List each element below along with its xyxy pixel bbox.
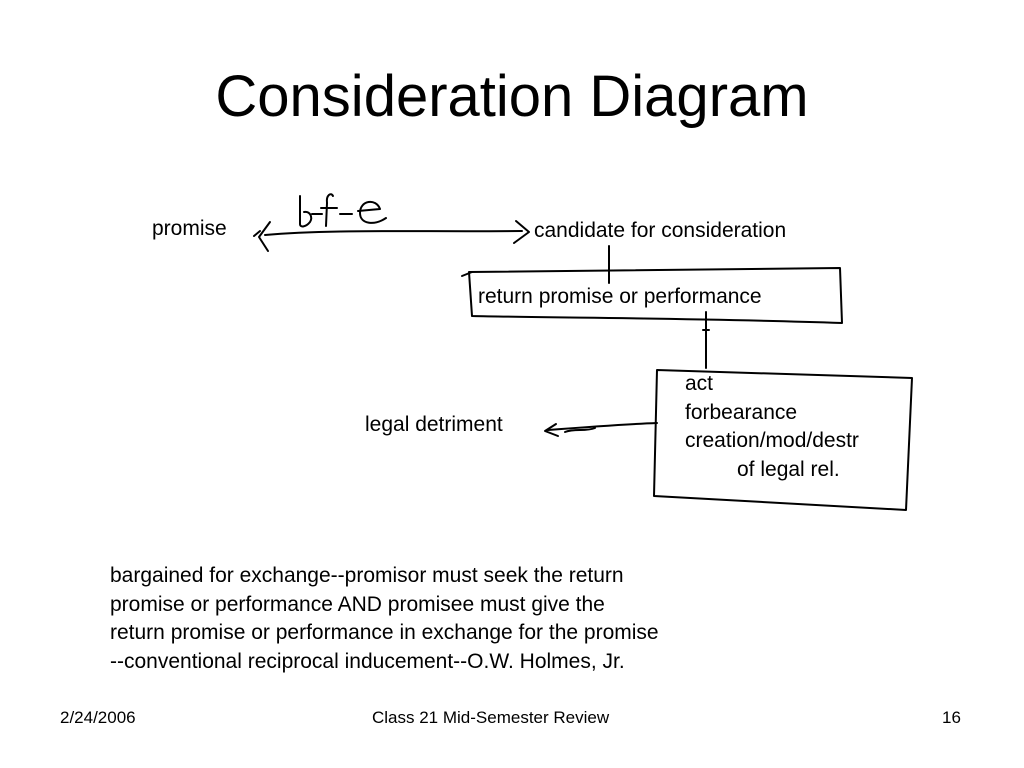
footer-date: 2/24/2006 xyxy=(60,708,136,727)
detriment-act: act xyxy=(685,372,714,395)
legal-detriment-label: legal detriment xyxy=(365,413,503,436)
bargain-arrow xyxy=(253,220,530,252)
return-promise-label: return promise or performance xyxy=(478,285,762,308)
candidate-label: candidate for consideration xyxy=(534,219,787,242)
handwritten-bfe-label xyxy=(299,193,387,228)
slide-title: Consideration Diagram xyxy=(215,64,809,129)
handwritten-e xyxy=(357,201,387,224)
detriment-connector-line xyxy=(702,311,710,369)
return-promise-box-tick xyxy=(461,271,473,277)
handwritten-f xyxy=(320,193,338,227)
legal-detriment-arrow-scribble xyxy=(564,427,596,433)
bargain-arrow-tick xyxy=(253,230,261,237)
bargain-arrow-left-head xyxy=(258,221,271,252)
explanation-line-3: return promise or performance in exchang… xyxy=(110,621,659,644)
bargain-arrow-shaft xyxy=(264,230,523,236)
handwritten-b xyxy=(299,195,313,228)
detriment-legal-rel: of legal rel. xyxy=(737,457,840,481)
detriment-creation: creation/mod/destr xyxy=(685,429,859,452)
legal-detriment-arrow-head xyxy=(544,423,559,437)
explanation-line-2: promise or performance AND promisee must… xyxy=(110,592,605,616)
footer-page-number: 16 xyxy=(942,708,961,727)
detriment-forbearance: forbearance xyxy=(685,400,798,424)
bargain-explanation: bargained for exchange--promisor must se… xyxy=(110,562,659,676)
legal-detriment-arrow-shaft xyxy=(547,422,658,431)
explanation-line-4: --conventional reciprocal inducement--O.… xyxy=(110,649,625,673)
bargain-arrow-right-head xyxy=(513,220,530,244)
promise-label: promise xyxy=(152,217,227,240)
explanation-line-1: bargained for exchange--promisor must se… xyxy=(110,564,624,587)
legal-detriment-arrow xyxy=(544,422,658,437)
detriment-box-text: act forbearance creation/mod/destr of le… xyxy=(685,370,859,484)
footer-course: Class 21 Mid-Semester Review xyxy=(372,708,610,727)
